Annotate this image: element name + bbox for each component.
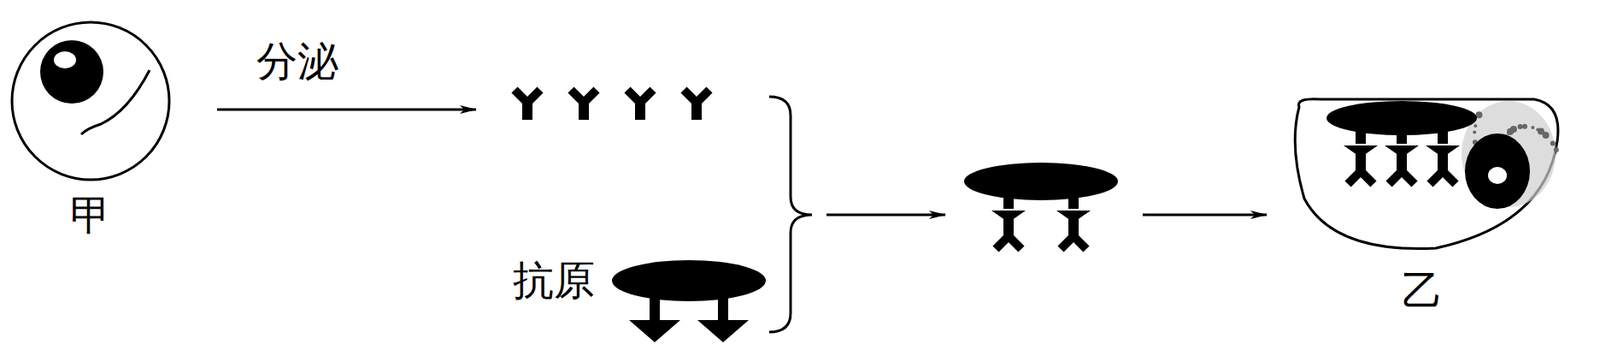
speckle xyxy=(1553,147,1559,153)
antigen-determinant xyxy=(697,319,749,342)
speckle xyxy=(1517,123,1524,130)
cell-nucleus xyxy=(40,40,104,104)
curly-brace xyxy=(769,96,812,332)
cell-label: 乙 xyxy=(1401,268,1443,313)
speckle xyxy=(1522,123,1528,130)
antigen-determinant xyxy=(1343,145,1378,158)
antibody-arms xyxy=(1060,235,1087,249)
antibody-stem xyxy=(578,102,589,120)
antigen-determinant xyxy=(991,210,1026,223)
cell-nucleus xyxy=(1464,133,1530,209)
cell-label: 抗原 xyxy=(512,258,595,303)
antibody-arms xyxy=(627,89,653,103)
cell-label: 甲 xyxy=(70,193,112,238)
antibody-symbol xyxy=(995,218,1022,249)
antibody-symbol xyxy=(1347,153,1374,184)
antibody-symbol xyxy=(1429,153,1456,184)
antibody-symbol xyxy=(627,89,653,120)
speckle xyxy=(1506,131,1511,136)
antigen-determinant xyxy=(1056,210,1091,223)
antibody-arms xyxy=(1388,170,1415,184)
phagocyte-cell: 乙 xyxy=(1290,89,1565,257)
speckle xyxy=(1542,131,1550,139)
binding-arrow xyxy=(826,213,946,217)
antibody-group xyxy=(514,89,710,120)
antigen-body xyxy=(1326,100,1477,136)
speckle xyxy=(1473,123,1477,128)
speckle xyxy=(1530,125,1535,130)
antibody-symbol xyxy=(1060,218,1087,249)
antibody-arms xyxy=(1347,170,1374,184)
secretion-arrow xyxy=(217,108,477,112)
nucleolus xyxy=(1488,166,1507,184)
cell-membrane xyxy=(1294,99,1559,249)
endoplasmic-line xyxy=(81,70,150,135)
cell-membrane xyxy=(11,22,170,180)
antigen-stem xyxy=(1068,196,1079,209)
antigen-stem xyxy=(717,297,729,322)
antibody-stem xyxy=(691,102,702,120)
antibody-arms xyxy=(1429,170,1456,184)
speckle xyxy=(1535,127,1540,131)
antigen: 抗原 xyxy=(608,256,771,347)
antibody-arms xyxy=(683,89,710,103)
antibody-symbol xyxy=(514,89,541,120)
node-shape xyxy=(1290,89,1565,257)
antibody-stem xyxy=(635,102,646,120)
antigen-stem xyxy=(1355,131,1366,144)
antigen-stem xyxy=(1437,131,1448,144)
antibody-symbol xyxy=(683,89,710,120)
antibody-symbol xyxy=(570,89,597,120)
arrow-group xyxy=(217,109,1267,215)
node-shape xyxy=(608,256,771,347)
antibody-arms xyxy=(995,235,1022,249)
antigen-determinant xyxy=(1425,145,1460,158)
antigen-determinant xyxy=(1384,145,1419,158)
antigen-determinant xyxy=(629,319,681,342)
antigen-stem xyxy=(1396,131,1407,144)
antigen-body xyxy=(611,259,766,301)
antibody-arms xyxy=(514,89,541,103)
node-shape xyxy=(8,18,173,183)
antigen-antibody-complex xyxy=(964,162,1118,249)
antigen-body xyxy=(964,162,1118,200)
antigen-stem xyxy=(1003,196,1014,209)
plasma-cell: 甲 xyxy=(8,18,173,183)
speckle xyxy=(1472,130,1477,135)
nucleolus xyxy=(53,51,77,69)
antibody-stem xyxy=(522,102,533,120)
antibody-symbol xyxy=(1388,153,1415,184)
antigen-stem xyxy=(649,297,660,322)
phagocytosis-arrow xyxy=(1142,213,1267,217)
antibody-arms xyxy=(570,89,597,103)
speckle xyxy=(1510,125,1518,133)
speckle xyxy=(1550,141,1556,147)
arrow-label: 分泌 xyxy=(256,39,339,84)
